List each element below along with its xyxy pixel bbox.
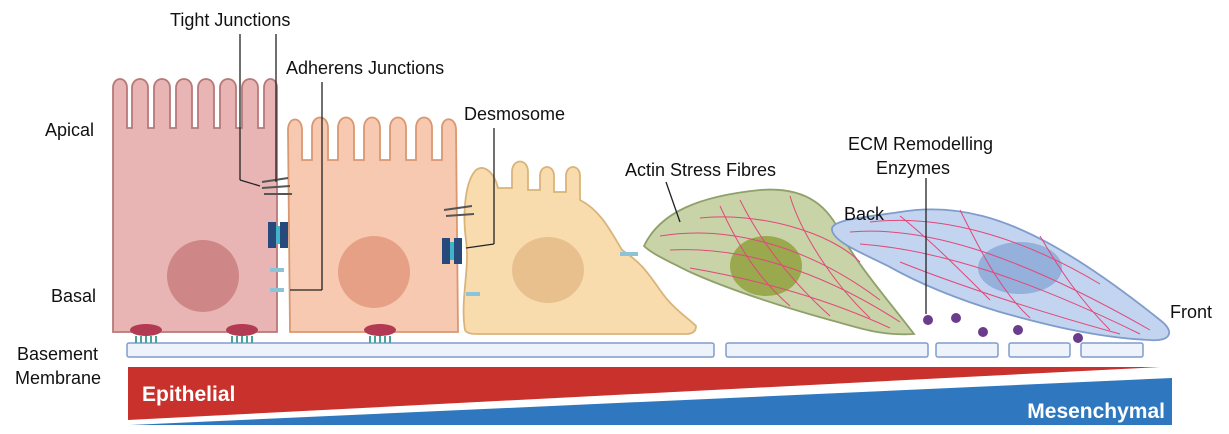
nucleus [730, 236, 802, 296]
membrane-segment [1081, 343, 1143, 357]
basement-label-line1: Basement [17, 344, 98, 364]
desmosome-label: Desmosome [464, 104, 565, 124]
back-label: Back [844, 204, 885, 224]
basement-membrane [127, 343, 1143, 357]
actin-stress-fibres-label: Actin Stress Fibres [625, 160, 776, 180]
nucleus [338, 236, 410, 308]
epithelial-cell-2 [288, 118, 458, 344]
nucleus [167, 240, 239, 312]
focal-adhesion [130, 324, 162, 336]
focal-adhesion [226, 324, 258, 336]
basement-label-line2: Membrane [15, 368, 101, 388]
epithelial-label: Epithelial [142, 383, 235, 406]
membrane-segment [127, 343, 714, 357]
ecm-label-line2: Enzymes [876, 158, 950, 178]
front-label: Front [1170, 302, 1212, 322]
nucleus [512, 237, 584, 303]
ecm-label-line1: ECM Remodelling [848, 134, 993, 154]
basal-label: Basal [51, 286, 96, 306]
mesenchymal-label: Mesenchymal [1027, 400, 1165, 423]
apical-label: Apical [45, 120, 94, 140]
focal-adhesion [364, 324, 396, 336]
adherens-junctions-label: Adherens Junctions [286, 58, 444, 78]
tight-junctions-label: Tight Junctions [170, 10, 290, 30]
epithelial-cell-1 [113, 79, 277, 343]
membrane-segment [726, 343, 928, 357]
membrane-segment [1009, 343, 1070, 357]
membrane-segment [936, 343, 998, 357]
